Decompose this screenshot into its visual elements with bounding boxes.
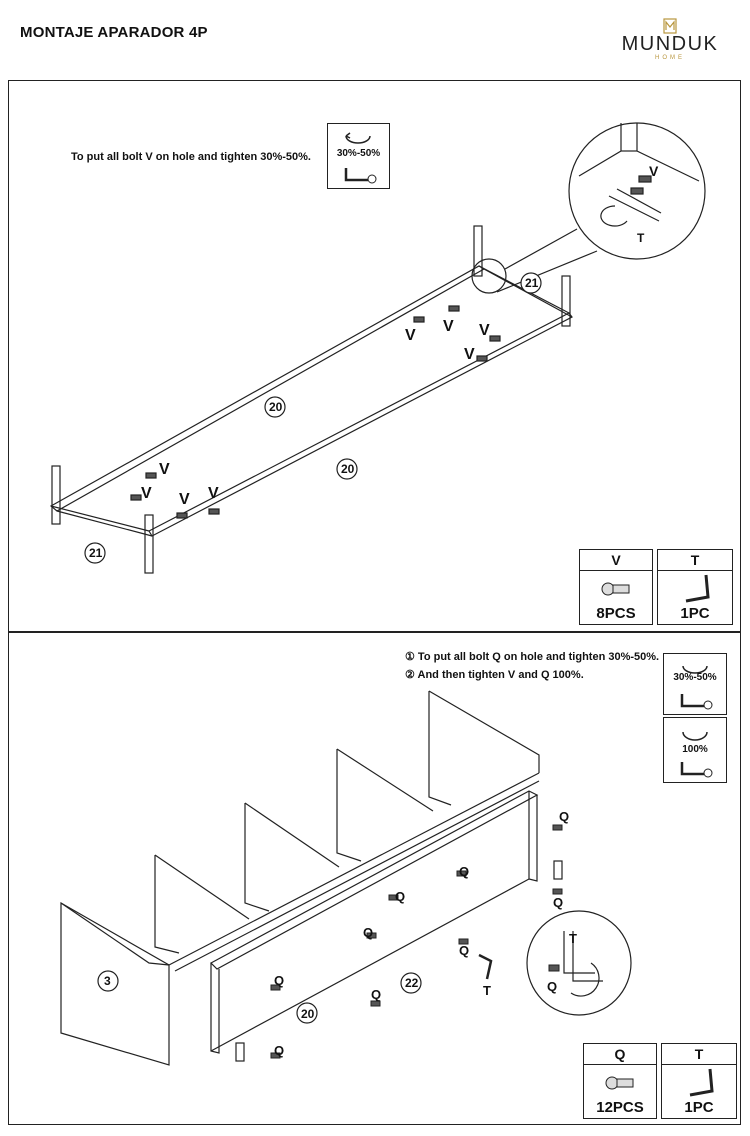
torque-label: 30%-50% — [336, 148, 381, 159]
bolt-label-v-detail: V — [649, 163, 659, 179]
bolt-label-q: Q — [553, 895, 564, 910]
bolt-label-q: Q — [459, 943, 470, 958]
parts-table-tool-t: T 1PC — [657, 549, 733, 625]
step-2-instruction-2: ② And then tighten V and Q 100%. — [405, 669, 584, 681]
document-title: MONTAJE APARADOR 4P — [20, 24, 208, 41]
bolt-label-v: V — [141, 485, 152, 502]
brand-mark-icon — [663, 18, 677, 34]
parts-code: T — [658, 550, 732, 571]
part-label-22: 22 — [405, 976, 419, 990]
parts-qty: 8PCS — [596, 605, 636, 622]
bolt-label-v: V — [179, 491, 190, 508]
part-label-3: 3 — [104, 974, 111, 988]
rotate-arrow-icon — [680, 731, 713, 778]
torque-indicator-30-50: 30%-50% — [327, 123, 390, 189]
bolt-icon — [601, 582, 630, 596]
step-2-instruction-1: ① To put all bolt Q on hole and tighten … — [405, 651, 660, 663]
parts-table-bolt-v: V 8PCS — [579, 549, 653, 625]
bolt-label-q: Q — [395, 889, 406, 904]
bolt-label-q: Q — [274, 1043, 285, 1058]
bolt-icon — [605, 1076, 634, 1090]
part-label-21a: 21 — [89, 546, 103, 560]
cabinet-assembly-drawing — [60, 690, 632, 1066]
bolt-label-q: Q — [363, 925, 374, 940]
torque-label: 30%-50% — [673, 672, 717, 683]
tool-label-t: T — [483, 983, 491, 998]
bolt-label-v: V — [208, 485, 219, 502]
parts-code: T — [662, 1044, 736, 1065]
hex-key-icon — [689, 1068, 714, 1097]
bolt-label-v: V — [405, 327, 416, 344]
part-label-21b: 21 — [525, 276, 539, 290]
rotate-arrow-icon — [680, 665, 713, 710]
parts-table-tool-t: T 1PC — [661, 1043, 737, 1119]
bolt-label-v: V — [443, 318, 454, 335]
parts-table-bolt-q: Q 12PCS — [583, 1043, 657, 1119]
parts-qty: 1PC — [680, 605, 710, 622]
bolt-label-q: Q — [371, 987, 382, 1002]
hex-key-icon — [685, 574, 710, 603]
torque-label: 100% — [682, 744, 708, 755]
tool-label-t-detail: T — [637, 231, 645, 245]
part-label-20: 20 — [301, 1007, 315, 1021]
bolt-label-q: Q — [459, 864, 470, 879]
parts-code: Q — [584, 1044, 656, 1065]
brand-logo: MUNDUK HOME — [620, 18, 720, 76]
bolt-label-q: Q — [559, 809, 570, 824]
parts-code: V — [580, 550, 652, 571]
torque-indicator-100: 100% — [663, 717, 727, 783]
tool-label-t-detail: T — [569, 931, 577, 946]
torque-indicator-30-50: 30%-50% — [663, 653, 727, 715]
brand-name: MUNDUK — [621, 33, 719, 55]
rotate-arrow-icon — [344, 132, 377, 184]
part-label-20a: 20 — [269, 400, 283, 414]
parts-qty: 12PCS — [596, 1099, 644, 1116]
part-label-20b: 20 — [341, 462, 355, 476]
bolt-label-v: V — [479, 322, 490, 339]
brand-subtitle: HOME — [655, 55, 685, 61]
parts-qty: 1PC — [684, 1099, 714, 1116]
step-2-panel: ① To put all bolt Q on hole and tighten … — [8, 632, 741, 1125]
bolt-label-q-detail: Q — [547, 979, 558, 994]
bolt-label-q: Q — [274, 973, 285, 988]
bolt-label-v: V — [159, 461, 170, 478]
bolt-label-v: V — [464, 346, 475, 363]
frame-assembly-drawing — [49, 122, 706, 574]
step-1-panel: To put all bolt V on hole and tighten 30… — [8, 80, 741, 632]
step-1-instruction: To put all bolt V on hole and tighten 30… — [71, 151, 311, 163]
